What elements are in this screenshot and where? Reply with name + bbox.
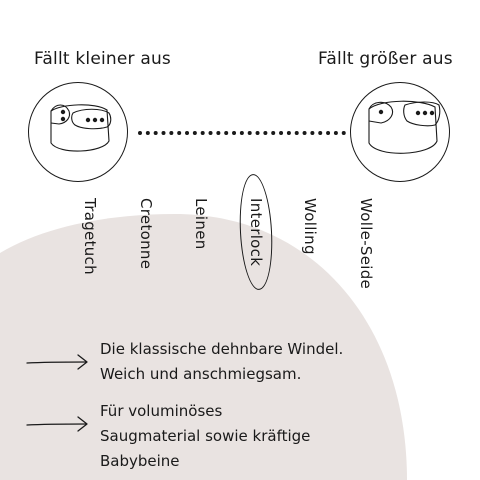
arrow-right-icon	[26, 416, 88, 432]
fabric-label-tragetuch: Tragetuch	[81, 198, 99, 275]
fabric-label-wolle-seide: Wolle-Seide	[357, 198, 375, 290]
description-line: Weich und anschmiegsam.	[100, 365, 302, 383]
description-line: Saugmaterial sowie kräftige	[100, 427, 311, 445]
smaller-fit-heading: Fällt kleiner aus	[34, 49, 171, 69]
fabric-label-cretonne: Cretonne	[137, 198, 155, 270]
fabric-label-interlock: Interlock	[247, 198, 265, 267]
description-line: Die klassische dehnbare Windel.	[100, 340, 344, 358]
diaper-small-icon	[28, 82, 128, 182]
fabric-label-wolling: Wolling	[301, 198, 319, 255]
description-line: Babybeine	[100, 452, 180, 470]
size-scale-dotted-line	[138, 131, 346, 135]
fabric-label-leinen: Leinen	[192, 198, 210, 250]
description-voluminous: Für voluminöses Saugmaterial sowie kräft…	[100, 399, 400, 474]
description-classic: Die klassische dehnbare Windel. Weich un…	[100, 337, 400, 387]
description-line: Für voluminöses	[100, 402, 223, 420]
larger-fit-heading: Fällt größer aus	[318, 49, 453, 69]
diaper-large-icon	[350, 82, 450, 182]
arrow-right-icon	[26, 354, 88, 370]
